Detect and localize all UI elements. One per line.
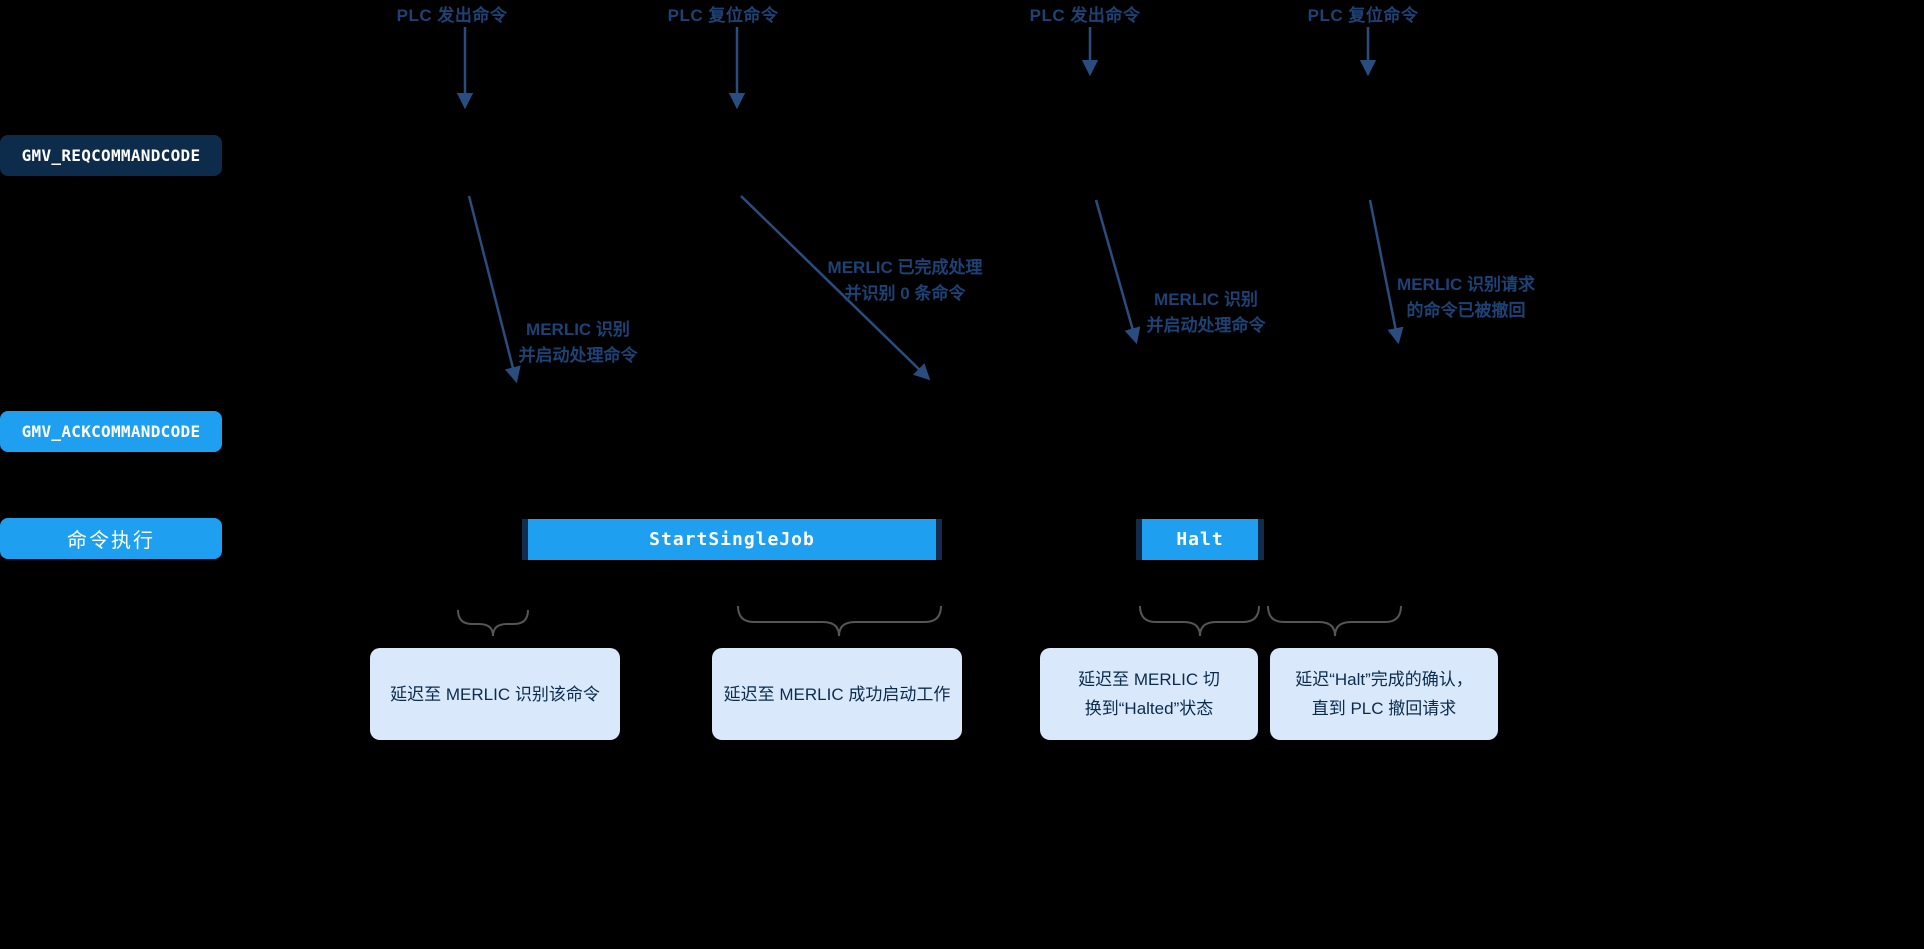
annotation-line: MERLIC 识别请求 [1397,275,1535,294]
delay-text-line: 延迟至 MERLIC 成功启动工作 [723,684,951,704]
event-label-plc-issue-1: PLC 发出命令 [396,6,508,25]
event-label-plc-reset-2: PLC 复位命令 [1307,6,1419,25]
annotation-merlic-withdrawn: MERLIC 识别请求 的命令已被撤回 [1397,272,1535,324]
command-bar-startsinglejob: StartSingleJob [522,519,942,560]
delay-text-line: 直到 PLC 撤回请求 [1311,699,1457,718]
response-arrow-4 [1368,199,1404,345]
annotation-line: MERLIC 识别 [526,320,630,339]
brace-4 [1267,605,1402,637]
brace-1 [457,609,529,637]
response-arrow-3 [1094,199,1141,345]
delay-text-line: 延迟“Halt”完成的确认， [1295,670,1473,689]
annotation-line: MERLIC 已完成处理 [827,258,983,277]
delay-box-halt-ack: 延迟“Halt”完成的确认， 直到 PLC 撤回请求 [1270,648,1498,740]
row-label-ack-command-code: GMV_ACKCOMMANDCODE [0,411,222,452]
brace-3 [1139,605,1260,637]
row-label-command-execution: 命令执行 [0,518,222,559]
annotation-merlic-recognize-2: MERLIC 识别 并启动处理命令 [1147,287,1266,339]
event-label-plc-reset-1: PLC 复位命令 [667,6,779,25]
command-bar-halt: Halt [1136,519,1264,560]
delay-text-line: 延迟至 MERLIC 识别该命令 [390,684,600,704]
row-label-req-command-code: GMV_REQCOMMANDCODE [0,135,222,176]
delay-box-recognize-command: 延迟至 MERLIC 识别该命令 [370,648,620,740]
annotation-line: 并识别 0 条命令 [844,284,966,303]
event-label-plc-issue-2: PLC 发出命令 [1029,6,1141,25]
annotation-merlic-finished: MERLIC 已完成处理 并识别 0 条命令 [828,255,983,307]
annotation-line: 的命令已被撤回 [1406,301,1526,320]
delay-text-line: 换到“Halted”状态 [1084,699,1214,718]
brace-2 [737,605,942,637]
response-arrow-1 [467,195,521,384]
annotation-merlic-recognize-1: MERLIC 识别 并启动处理命令 [519,317,638,369]
delay-box-halted-state: 延迟至 MERLIC 切 换到“Halted”状态 [1040,648,1258,740]
annotation-line: MERLIC 识别 [1154,290,1258,309]
annotation-line: 并启动处理命令 [518,346,638,365]
annotation-line: 并启动处理命令 [1146,316,1266,335]
delay-box-job-started: 延迟至 MERLIC 成功启动工作 [712,648,962,740]
delay-text-line: 延迟至 MERLIC 切 [1078,670,1220,689]
